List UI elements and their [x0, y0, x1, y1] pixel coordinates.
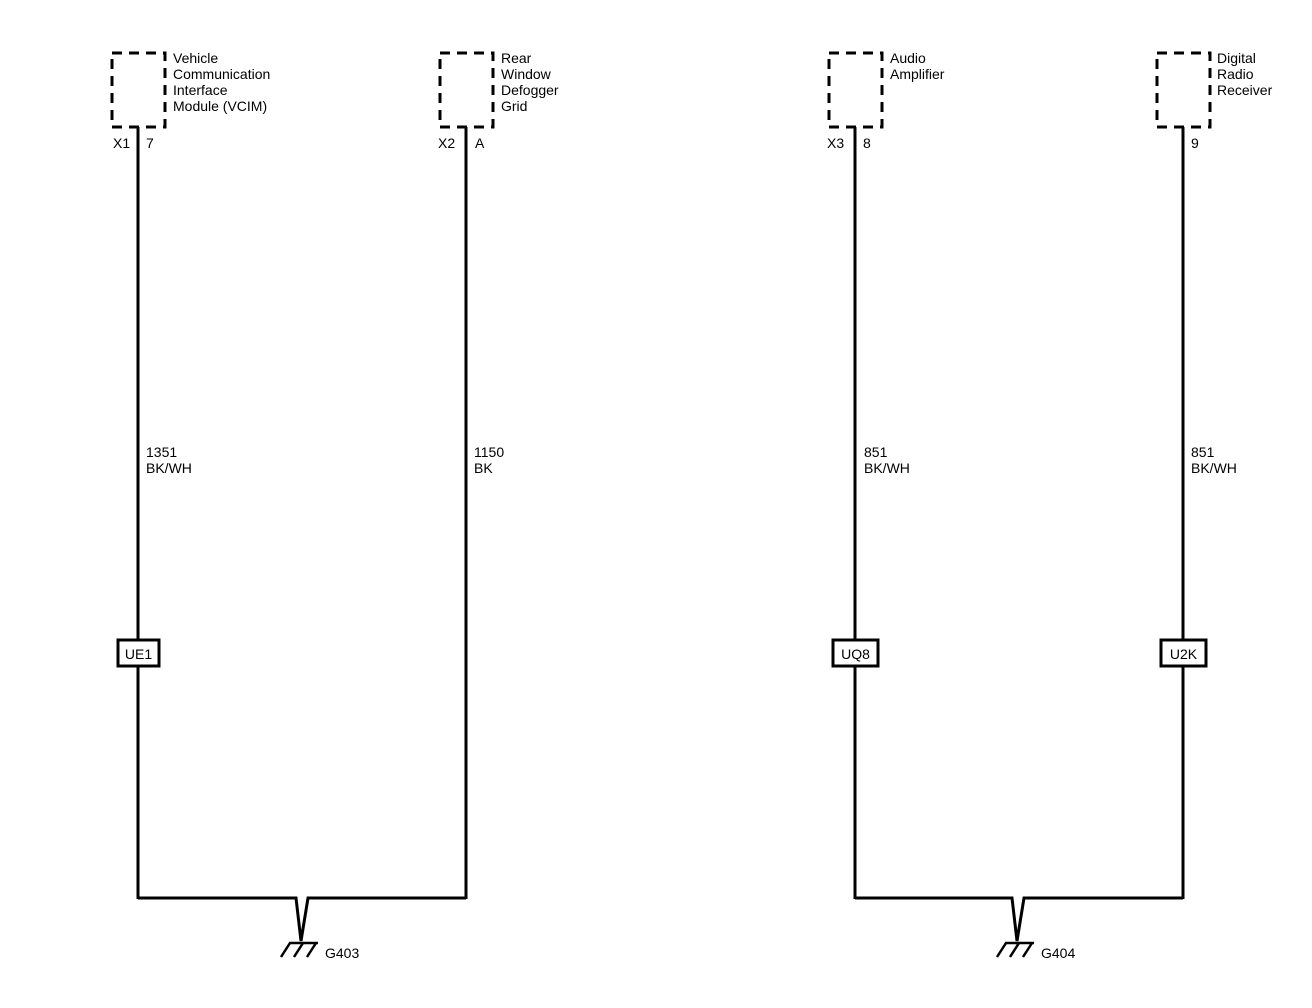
wire-1150-circuit-label: 1150 [474, 444, 504, 460]
radio-receiver-name-line-1: Digital [1217, 50, 1256, 66]
defogger-name-line-1: Rear [501, 50, 532, 66]
wire-851-radio-receiver: 851 BK/WH U2K [1159, 127, 1237, 899]
amplifier-dashed-box [827, 51, 884, 129]
component-audio-amplifier: Audio Amplifier X3 8 [827, 50, 945, 151]
vcim-dashed-box [110, 51, 167, 129]
defogger-name-line-2: Window [501, 66, 552, 82]
wire-851-amplifier-circuit-label: 851 [864, 444, 888, 460]
defogger-connector-label: X2 [438, 135, 455, 151]
ground-g404: G404 [853, 896, 1185, 961]
ground-g403: G403 [136, 896, 468, 961]
wire-1150-color-label: BK [474, 460, 493, 476]
vcim-name-line-1: Vehicle [173, 50, 218, 66]
inline-connector-uq8-box [831, 638, 880, 668]
inline-connector-ue1-box [116, 638, 161, 668]
wire-1351-circuit-label: 1351 [146, 444, 177, 460]
defogger-pin-label: A [475, 135, 485, 151]
wire-1150: 1150 BK [464, 127, 504, 899]
amplifier-connector-label: X3 [827, 135, 844, 151]
wire-1351-color-label: BK/WH [146, 460, 192, 476]
wire-851-amplifier-color-label: BK/WH [864, 460, 910, 476]
vcim-pin-label: 7 [146, 135, 154, 151]
radio-receiver-name-line-2: Radio [1217, 66, 1254, 82]
vcim-name-line-3: Interface [173, 82, 228, 98]
component-vcim: Vehicle Communication Interface Module (… [110, 50, 270, 151]
ground-g404-bus [853, 896, 1185, 942]
ground-symbol-icon [995, 942, 1034, 958]
ground-g403-label: G403 [325, 945, 359, 961]
amplifier-name-line-1: Audio [890, 50, 926, 66]
vcim-name-line-4: Module (VCIM) [173, 98, 267, 114]
defogger-name-line-3: Defogger [501, 82, 559, 98]
vcim-name-line-2: Communication [173, 66, 270, 82]
ground-symbol-icon [279, 942, 318, 958]
wire-1351: 1351 BK/WH UE1 [116, 127, 192, 899]
vcim-connector-label: X1 [113, 135, 130, 151]
defogger-dashed-box [438, 51, 495, 129]
wire-851-amplifier: 851 BK/WH UQ8 [831, 127, 910, 899]
radio-receiver-name-line-3: Receiver [1217, 82, 1273, 98]
inline-connector-ue1-label: UE1 [125, 646, 152, 662]
radio-receiver-dashed-box [1155, 51, 1212, 129]
amplifier-pin-label: 8 [863, 135, 871, 151]
inline-connector-u2k-box [1159, 638, 1208, 668]
ground-g404-label: G404 [1041, 945, 1075, 961]
wire-851-radio-receiver-color-label: BK/WH [1191, 460, 1237, 476]
ground-g403-bus [136, 896, 468, 942]
component-digital-radio-receiver: Digital Radio Receiver 9 [1155, 50, 1273, 151]
amplifier-name-line-2: Amplifier [890, 66, 945, 82]
component-rear-window-defogger-grid: Rear Window Defogger Grid X2 A [438, 50, 559, 151]
inline-connector-uq8-label: UQ8 [841, 646, 870, 662]
defogger-name-line-4: Grid [501, 98, 527, 114]
wire-851-radio-receiver-circuit-label: 851 [1191, 444, 1215, 460]
radio-receiver-pin-label: 9 [1191, 135, 1199, 151]
inline-connector-u2k-label: U2K [1170, 646, 1198, 662]
